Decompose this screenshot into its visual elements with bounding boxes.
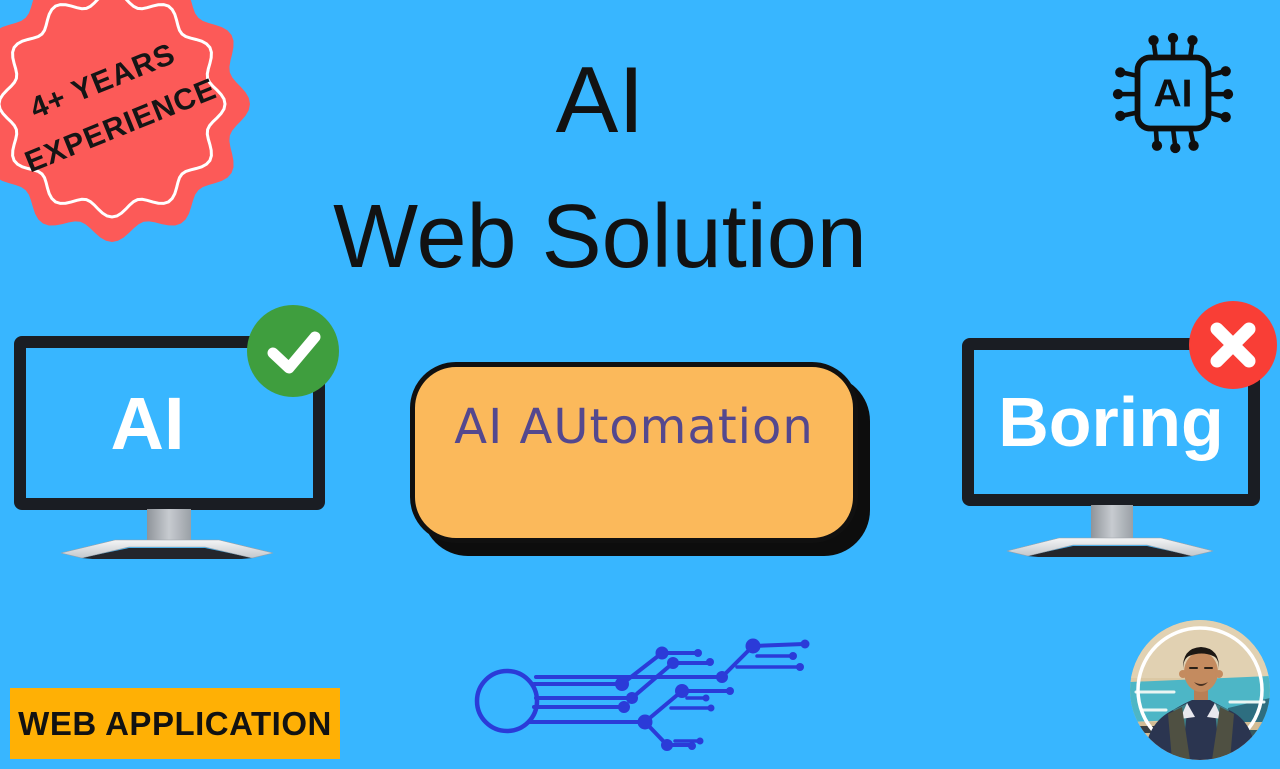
monitor-bad-stand xyxy=(1006,505,1214,557)
web-application-label: WEB APPLICATION xyxy=(18,704,332,742)
ai-chip-icon: AI xyxy=(1110,30,1236,156)
chip-label: AI xyxy=(1154,73,1193,116)
automation-pill: AI AUtomation xyxy=(410,362,858,543)
scallop-badge-icon xyxy=(0,0,250,242)
web-application-banner: WEB APPLICATION xyxy=(10,688,340,759)
monitor-good-label: AI xyxy=(110,381,185,465)
title-line-1: AI xyxy=(555,47,645,152)
cross-icon xyxy=(1189,301,1277,389)
check-icon xyxy=(247,305,339,397)
avatar xyxy=(1130,620,1270,760)
experience-badge: 4+ YEARS EXPERIENCE xyxy=(0,0,262,254)
monitor-good-stand xyxy=(60,509,274,559)
title-line-2: Web Solution xyxy=(333,187,867,287)
automation-pill-label: AI AUtomation xyxy=(454,399,814,455)
monitor-bad-label: Boring xyxy=(998,383,1224,461)
person-figure xyxy=(1144,647,1256,760)
circuit-icon xyxy=(470,627,810,763)
page-title: AI Web Solution xyxy=(0,30,1200,304)
monitor-good: AI xyxy=(14,336,325,510)
